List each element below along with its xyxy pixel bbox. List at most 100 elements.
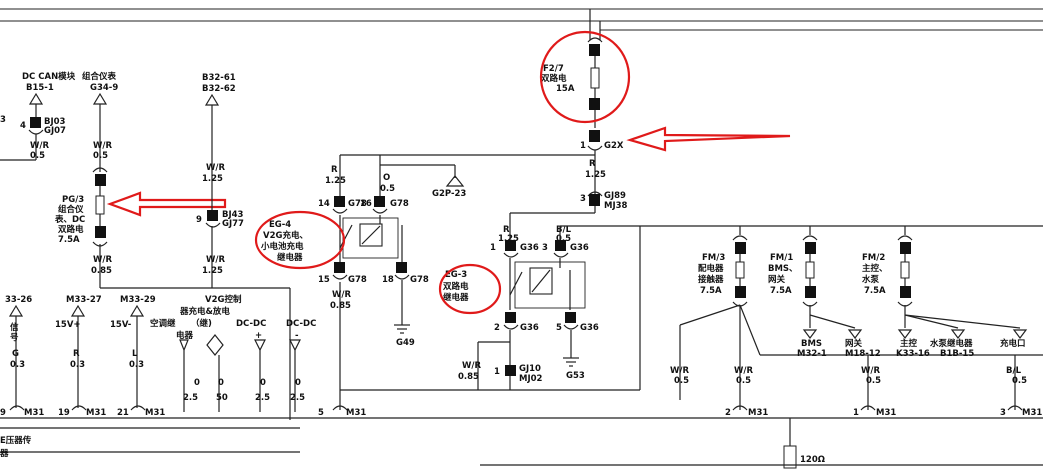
feed-to-eg4: G2P-23 R 1.25 O 0.5: [325, 154, 595, 200]
m31-pin19: 19: [58, 408, 70, 418]
bj03-label: BJ03: [44, 117, 66, 127]
g78-label-a: G78: [348, 199, 367, 209]
g78-pin14: 14: [318, 199, 330, 209]
wire-03-l: 0.3: [129, 360, 144, 370]
fuse-fm2-rating: 7.5A: [864, 286, 886, 296]
highlight-arrow-g2x: [626, 126, 791, 152]
highlight-circle-eg3: [438, 263, 502, 315]
wire-bl-right: B/L: [1006, 366, 1022, 376]
m31-d: M31: [346, 408, 366, 418]
label-sig: 信: [10, 322, 19, 333]
label-15vp: 15V+: [55, 320, 81, 330]
wire-wr-combo: W/R: [93, 141, 112, 151]
label-dccan: DC CAN模块: [22, 71, 76, 82]
mj02-label: MJ02: [519, 374, 543, 384]
bj43-pin: 9: [196, 215, 202, 225]
relay-eg4-line1: V2G充电、: [263, 230, 308, 241]
label-k3316: K33-16: [896, 349, 930, 359]
wire-wr-fm3a: W/R: [670, 366, 689, 376]
fuse-fm1-line2: 网关: [768, 274, 786, 285]
v2g-w1: 0: [194, 378, 200, 388]
g78-label-b: G78: [390, 199, 409, 209]
label-combo: 组合仪表: [82, 71, 117, 82]
v2g-w2: 0: [218, 378, 224, 388]
wire-085-pg3: 0.85: [91, 266, 112, 276]
wire-085-eg3-out: 0.85: [458, 372, 479, 382]
g78-pin18: 18: [382, 275, 394, 285]
fuse-fm1-id: FM/1: [770, 253, 793, 263]
g36-label-a: G36: [520, 243, 539, 253]
relay-eg3-id: EG-3: [445, 270, 467, 280]
wire-l: L: [132, 349, 138, 359]
relay-eg4-id: EG-4: [269, 220, 291, 230]
connector-g2x: 1 G2X R 1.25: [580, 130, 624, 195]
fuse-fm3-rating: 7.5A: [700, 286, 722, 296]
wire-05-fm1: 0.5: [866, 376, 881, 386]
wire-wr-b32: W/R: [206, 163, 225, 173]
fuse-f27-desc: 双路电: [541, 73, 567, 84]
v2g-dcdc1: DC-DC: [236, 319, 266, 329]
bj43-label: BJ43: [222, 210, 244, 220]
fuse-f27-id: F2/7: [543, 64, 564, 74]
wire-wr-pg3: W/R: [93, 255, 112, 265]
wire-03-g: 0.3: [10, 360, 25, 370]
m31-e: M31: [748, 408, 768, 418]
label-b3261: B32-61: [202, 73, 236, 83]
fuse-pg3-line3: 双路电: [58, 224, 84, 235]
g2x-pin: 1: [580, 141, 586, 151]
v2g-w4v: 2.5: [290, 393, 305, 403]
wire-05-eg4: 0.5: [380, 184, 395, 194]
g78-pin16: 16: [360, 199, 372, 209]
label-m3329: M33-29: [120, 295, 156, 305]
m31-pin5: 5: [318, 408, 324, 418]
g78-label-d: G78: [410, 275, 429, 285]
m31-mid-right: 5 M31: [318, 400, 366, 418]
relay-eg4-line2: 小电池充电: [260, 241, 304, 252]
wire-wr-bj03: W/R: [30, 141, 49, 151]
label-b3262: B32-62: [202, 84, 236, 94]
fuse-f2-7: F2/7 双路电 15A: [541, 37, 603, 128]
g36-label-c: G36: [520, 323, 539, 333]
right-fuses: FM/3 配电器 接触器 7.5A FM/1 BMS、 网关 7.5A FM/2…: [480, 225, 1043, 469]
wire-wr-eg4-out: W/R: [332, 290, 351, 300]
fuse-f27-rating: 15A: [556, 84, 575, 94]
fuse-fm3-line1: 配电器: [698, 263, 724, 274]
relay-eg3: R 1.25 B/L 0.5 1 G36 3 G36 2 G36 5 G36 G…: [443, 225, 641, 390]
highlight-circle-f27: [539, 30, 631, 124]
fuse-fm2-line2: 水泵: [861, 274, 880, 285]
wire-05-right: 0.5: [1012, 376, 1027, 386]
label-g349: G34-9: [90, 83, 118, 93]
wire-05-fm3a: 0.5: [674, 376, 689, 386]
fuse-fm3-id: FM/3: [702, 253, 725, 263]
wire-05-eg3: 0.5: [556, 234, 571, 244]
v2g-title: V2G控制: [205, 294, 242, 305]
bottom-text1: E压器传: [0, 435, 32, 446]
v2g-w3: 0: [260, 378, 266, 388]
wire-wr-bj43: W/R: [206, 255, 225, 265]
relay-eg4: 14 G78 16 G78 15 G78 18 G78 G49 W/R 0.85…: [260, 196, 429, 390]
top-bus-lines: [0, 8, 1043, 40]
v2g-w1v: 2.5: [183, 393, 198, 403]
wire-r-label: R: [589, 159, 596, 169]
fuse-fm1-line1: BMS、: [768, 264, 798, 274]
relay-eg4-line3: 继电器: [277, 252, 303, 263]
wire-125-eg3: 1.25: [498, 234, 519, 244]
wire-085-eg4-out: 0.85: [330, 301, 351, 311]
label-b15: B15-1: [26, 83, 54, 93]
m31-a: M31: [24, 408, 44, 418]
g36-label-b: G36: [570, 243, 589, 253]
fuse-pg3-line1: 组合仪: [58, 204, 84, 215]
label-bms: BMS: [801, 339, 822, 349]
wire-bl-eg3: B/L: [556, 225, 572, 235]
m31-pin21: 21: [117, 408, 129, 418]
junction-wires: [339, 389, 640, 400]
g78-pin15: 15: [318, 275, 330, 285]
m31-c: M31: [145, 408, 165, 418]
label-m1812: M18-12: [845, 349, 881, 359]
label-zk: 主控: [900, 338, 918, 349]
fuse-fm2-id: FM/2: [862, 253, 885, 263]
label-m3327: M33-27: [66, 295, 102, 305]
wire-125-bj43: 1.25: [202, 266, 223, 276]
v2g-ac: 空调继: [150, 318, 176, 329]
